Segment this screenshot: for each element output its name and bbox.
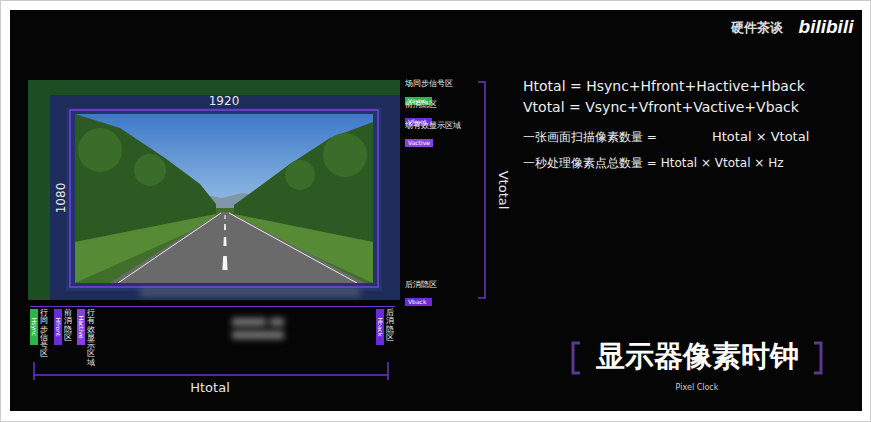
road-edge — [118, 213, 357, 283]
logo-text: bilibili — [799, 17, 854, 38]
region-name: 前消隐区 — [405, 100, 437, 109]
active-surround — [66, 108, 382, 291]
signal-tag: Vback — [405, 298, 432, 306]
signal-region-label: Hfront前消隐区 — [54, 309, 72, 345]
region-name: 后消隐区 — [386, 309, 394, 342]
signal-bar: Hsync — [30, 309, 38, 345]
blur-blob — [270, 318, 284, 326]
signal-bar: Hactive — [77, 309, 85, 345]
blanking-region — [50, 95, 400, 300]
divider-line — [30, 306, 395, 307]
region-name: 场同步信号区 — [405, 79, 453, 88]
formula: 一张画面扫描像素数量 = — [523, 131, 657, 144]
region-name: 行同步信号区 — [40, 309, 48, 359]
signal-region-label: Hactive行有效显示区域 — [77, 309, 95, 367]
blur-blob — [232, 318, 266, 326]
vtotal-bracket — [478, 82, 485, 298]
road-photo — [75, 114, 373, 283]
tree-crown — [78, 128, 122, 172]
dimension: Vtotal — [496, 171, 510, 210]
subtitle: Pixel Clock — [676, 384, 719, 393]
dimension: Htotal — [190, 381, 230, 395]
blur-blob — [140, 289, 360, 296]
signal-region-label: Hback后消隐区 — [376, 309, 394, 345]
signal-tag: Hsync — [30, 318, 38, 336]
watermark: 硬件茶谈 — [731, 21, 783, 35]
tree-crown — [323, 133, 367, 177]
dimension: 1920 — [209, 95, 240, 108]
road — [110, 212, 365, 283]
signal-bar: Hback — [376, 309, 384, 345]
sync-region — [28, 80, 400, 300]
signal-tag: Hfront — [54, 318, 62, 337]
region-name: 场有效显示区域 — [405, 121, 461, 130]
region-name: 后消隐区 — [405, 280, 437, 289]
signal-region-label: 后消隐区 Vback — [405, 280, 437, 308]
region-name: 前消隐区 — [64, 309, 72, 342]
title: 显示器像素时钟 — [596, 341, 799, 373]
tree-crown — [285, 160, 315, 190]
sky — [75, 114, 373, 283]
formula: Htotal × Vtotal — [712, 130, 809, 144]
title-bracket — [573, 343, 580, 373]
black-panel — [10, 10, 862, 411]
center-dashes — [222, 215, 227, 270]
formula: Htotal = Hsync+Hfront+Hactive+Hback — [523, 79, 805, 94]
signal-region-label: Hsync行同步信号区 — [30, 309, 48, 359]
title-bracket — [814, 343, 821, 373]
signal-tag: Vactive — [405, 139, 433, 147]
formula: Vtotal = Vsync+Vfront+Vactive+Vback — [523, 100, 799, 115]
active-border — [70, 110, 378, 287]
signal-bar: Hfront — [54, 309, 62, 345]
dimension: 1080 — [55, 183, 68, 214]
blurred-text — [140, 289, 360, 339]
formula: 一秒处理像素点总数量 = Htotal × Vtotal × Hz — [523, 157, 783, 170]
signal-region-label: 场有效显示区域 Vactive — [405, 121, 461, 149]
signal-tag: Hback — [376, 318, 384, 337]
signal-tag: Hactive — [77, 316, 85, 339]
tree-crown — [134, 154, 166, 186]
blur-blob — [232, 331, 284, 339]
region-name: 行有效显示区域 — [87, 309, 95, 367]
